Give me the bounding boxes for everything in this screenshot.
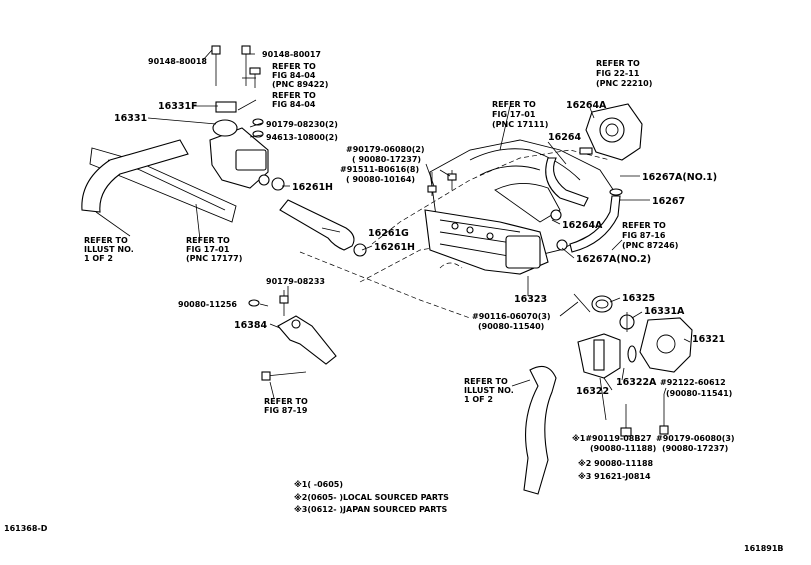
- callout-90116: #90116-06070(3): [472, 312, 551, 321]
- ref-17-01a-line1: REFER TO: [186, 236, 230, 245]
- callout-90148-80018: 90148-80018: [148, 57, 207, 66]
- callout-16325: 16325: [622, 293, 655, 304]
- callout-90080-10164: ( 90080-10164): [346, 175, 415, 184]
- ref-22-11-line1: REFER TO: [596, 59, 640, 68]
- legend-line-3: ※3(0612- )JAPAN SOURCED PARTS: [294, 504, 448, 514]
- legend-line-1: ※1( -0605): [294, 479, 343, 489]
- callout-90080-11256: 90080-11256: [178, 300, 237, 309]
- ref-17-01a-line3: (PNC 17177): [186, 254, 242, 263]
- ref-17-01b-line2: FIG 17-01: [492, 110, 536, 119]
- callout-90119: ※1#90119-08B27: [572, 433, 652, 443]
- ref-fig-84-04-line2: FIG 84-04: [272, 71, 316, 80]
- callout-90080-11188-a: (90080-11188): [590, 444, 656, 453]
- callout-90080-17237-a: ( 90080-17237): [352, 155, 421, 164]
- callout-16384: 16384: [234, 320, 267, 331]
- callout-16264: 16264: [548, 132, 581, 143]
- callout-16267: 16267: [652, 196, 685, 207]
- callout-91621: ※3 91621-J0814: [578, 471, 651, 481]
- callout-90179-08230: 90179-08230(2): [266, 120, 338, 129]
- legend: ※1( -0605) ※2(0605- )LOCAL SOURCED PARTS…: [294, 479, 449, 514]
- callout-16261H-a: 16261H: [292, 182, 333, 193]
- footer-right-code: 161891B: [744, 544, 784, 553]
- callout-16264A-a: 16264A: [566, 100, 607, 111]
- ref-illust-right-line2: ILLUST NO.: [464, 386, 514, 395]
- ref-illust-left-line2: ILLUST NO.: [84, 245, 134, 254]
- callout-92122: #92122-60612: [660, 378, 726, 387]
- callout-16261G: 16261G: [368, 228, 409, 239]
- callout-16331F: 16331F: [158, 101, 198, 112]
- leader-lines: [95, 49, 691, 399]
- callout-16322A: 16322A: [616, 377, 657, 388]
- callout-90080-17237-b: (90080-17237): [662, 444, 728, 453]
- callout-90080-11188-b: ※2 90080-11188: [578, 458, 654, 468]
- callout-16323: 16323: [514, 294, 547, 305]
- callout-91511: #91511-B0616(8): [340, 165, 419, 174]
- callout-90179-08233: 90179-08233: [266, 277, 325, 286]
- ref-fig-84-04b-line2: FIG 84-04: [272, 100, 316, 109]
- callout-90179-06080-a: #90179-06080(2): [346, 145, 425, 154]
- ref-illust-left-line3: 1 OF 2: [84, 254, 113, 263]
- drawing: [81, 45, 693, 495]
- ref-17-01b-line3: (PNC 17111): [492, 120, 548, 129]
- ref-illust-left-line1: REFER TO: [84, 236, 128, 245]
- callout-16267A-1: 16267A(NO.1): [642, 172, 717, 183]
- ref-87-19-line1: REFER TO: [264, 397, 308, 406]
- callout-90148-80017: 90148-80017: [262, 50, 321, 59]
- ref-87-16-line2: FIG 87-16: [622, 231, 666, 240]
- ref-illust-right-line3: 1 OF 2: [464, 395, 493, 404]
- footer-left-code: 161368-D: [4, 524, 48, 533]
- callout-16331: 16331: [114, 113, 147, 124]
- ref-fig-84-04-line1: REFER TO: [272, 62, 316, 71]
- callout-16267A-2: 16267A(NO.2): [576, 254, 651, 265]
- callout-labels: 90148-80018 90148-80017 REFER TO FIG 84-…: [84, 50, 735, 481]
- callout-16331A: 16331A: [644, 306, 685, 317]
- callout-16261H-b: 16261H: [374, 242, 415, 253]
- callout-90179-06080-b: #90179-06080(3): [656, 434, 735, 443]
- callout-16321: 16321: [692, 334, 725, 345]
- ref-87-16-line3: (PNC 87246): [622, 241, 678, 250]
- callout-90080-11540: (90080-11540): [478, 322, 544, 331]
- callout-16264A-b: 16264A: [562, 220, 603, 231]
- ref-17-01b-line1: REFER TO: [492, 100, 536, 109]
- ref-22-11-line2: FIG 22-11: [596, 69, 640, 78]
- ref-illust-right-line1: REFER TO: [464, 377, 508, 386]
- callout-16322: 16322: [576, 386, 609, 397]
- callout-90080-11541: (90080-11541): [666, 389, 732, 398]
- ref-17-01a-line2: FIG 17-01: [186, 245, 230, 254]
- ref-fig-84-04b-line1: REFER TO: [272, 91, 316, 100]
- ref-87-19-line2: FIG 87-19: [264, 406, 308, 415]
- legend-line-2: ※2(0605- )LOCAL SOURCED PARTS: [294, 492, 449, 502]
- ref-87-16-line1: REFER TO: [622, 221, 666, 230]
- callout-94613-10800: 94613-10800(2): [266, 133, 338, 142]
- ref-fig-84-04-line3: (PNC 89422): [272, 80, 328, 89]
- ref-22-11-line3: (PNC 22210): [596, 79, 652, 88]
